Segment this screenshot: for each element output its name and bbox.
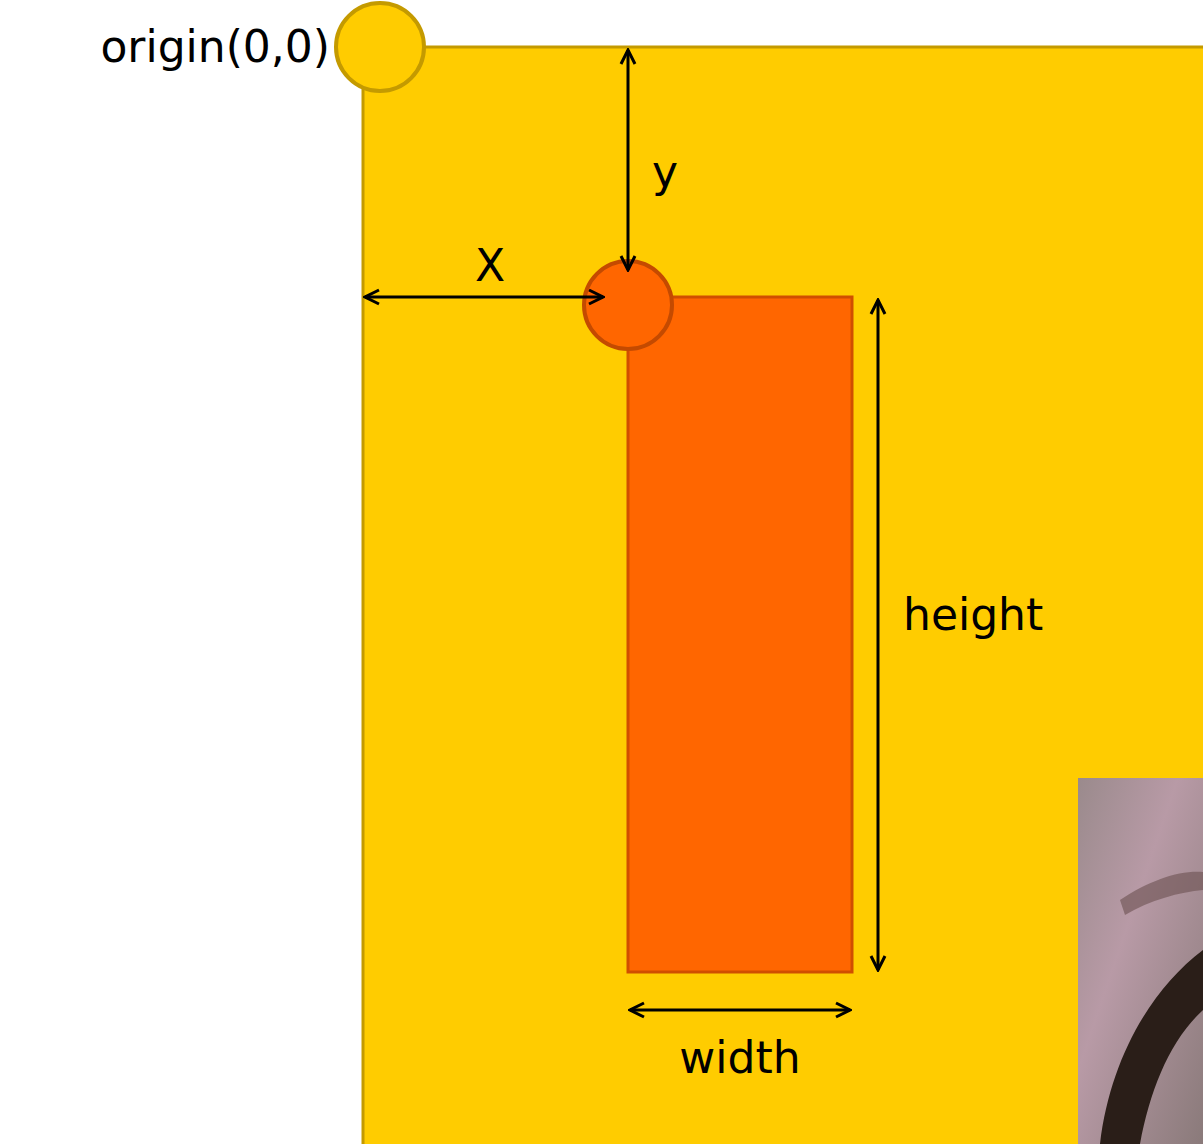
origin-label: origin(0,0) [100, 23, 330, 71]
position-marker [584, 261, 672, 349]
y-dimension-arrow [627, 50, 630, 270]
canvas-area [363, 47, 1203, 1144]
width-label: width [679, 1034, 800, 1082]
width-dimension-arrow [630, 1009, 850, 1012]
x-dimension-arrow [365, 296, 603, 299]
photo-fragment [1078, 778, 1203, 1144]
x-label: X [475, 242, 505, 290]
drawn-rectangle [628, 297, 852, 972]
height-dimension-arrow [877, 300, 880, 970]
origin-marker [336, 3, 424, 91]
y-label: y [652, 148, 678, 196]
height-label: height [903, 591, 1043, 639]
